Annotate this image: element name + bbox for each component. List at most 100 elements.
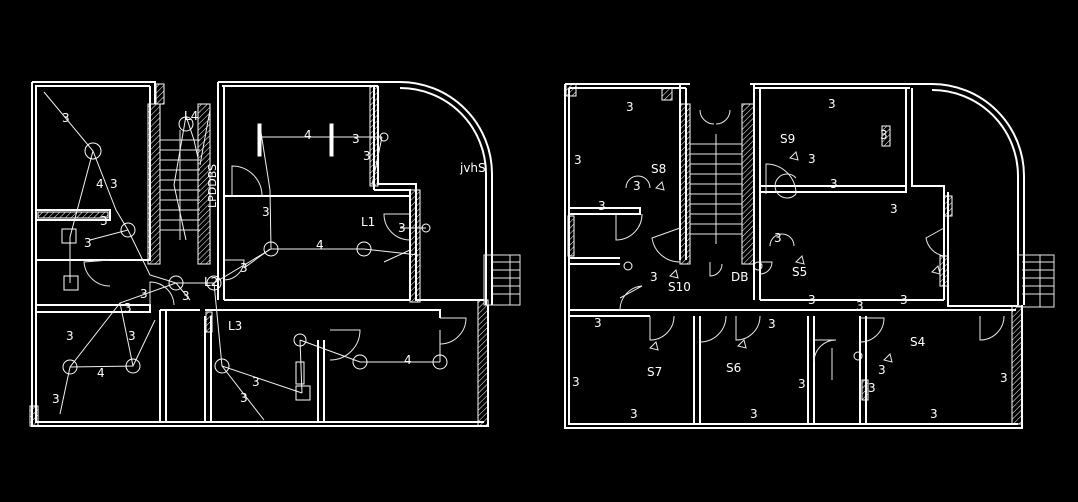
- wire-count-label: 3: [574, 153, 582, 167]
- fan-box: [295, 385, 311, 401]
- left-light-fixtures: [62, 116, 448, 375]
- wire-count-label: 3: [110, 177, 118, 191]
- light-fixture: [263, 241, 279, 257]
- wire-count-label: 3: [572, 375, 580, 389]
- switch-arrow-icon: [655, 181, 665, 191]
- wire-count-label: 3: [182, 289, 190, 303]
- wire-count-label: 3: [878, 363, 886, 377]
- circuit-label-l3: L3: [228, 319, 242, 333]
- wire-count-label: 4: [316, 238, 324, 252]
- distribution-board-label: LPDDBS: [206, 164, 219, 208]
- wire-count-label: 3: [52, 392, 60, 406]
- light-fixture: [120, 222, 136, 238]
- wire-count-label: 3: [868, 381, 876, 395]
- socket-icon: [623, 261, 633, 271]
- wire-count-label: 4: [304, 128, 312, 142]
- wire-count-label: 3: [262, 205, 270, 219]
- wire-count-label: 3: [626, 100, 634, 114]
- light-fixture: [206, 275, 222, 291]
- right-staircase: [690, 134, 742, 244]
- wire-count-label: 3: [124, 301, 132, 315]
- socket-icon: [853, 351, 863, 361]
- right-wire-labels: 3 3 3 3 3 3 3 3 3 3 3 3 3 3 3 3 3 3 3 3 …: [572, 97, 1008, 421]
- wire-count-label: 3: [630, 407, 638, 421]
- light-fixture: [125, 358, 141, 374]
- wire-count-label: 3: [798, 377, 806, 391]
- distribution-board-label: DB: [731, 270, 748, 284]
- wire-count-label: 3: [830, 177, 838, 191]
- right-switch-labels: S4 S5 S6 S7 S8 S9 S10 DB: [647, 132, 925, 379]
- wire-count-label: 3: [774, 231, 782, 245]
- wire-count-label: 3: [352, 132, 360, 146]
- switch-arrow-icon: [669, 269, 679, 279]
- fan-box: [61, 228, 77, 244]
- wire-count-label: 3: [128, 329, 136, 343]
- left-outer-walls: [31, 81, 521, 427]
- switch-label-s5: S5: [792, 265, 807, 279]
- circuit-label-l2: L2: [204, 275, 218, 289]
- circuit-label-l1: L1: [361, 215, 375, 229]
- wire-count-label: 3: [594, 316, 602, 330]
- wire-count-label: 3: [66, 329, 74, 343]
- switch-label-s7: S7: [647, 365, 662, 379]
- wire-count-label: 3: [252, 375, 260, 389]
- light-fixture: [293, 333, 307, 347]
- wire-count-label: 3: [856, 299, 864, 313]
- wire-count-label: 3: [633, 179, 641, 193]
- wire-count-label: 3: [900, 293, 908, 307]
- external-label: jvhS: [459, 161, 486, 175]
- light-fixture: [84, 142, 102, 160]
- switch-arrow-icon: [883, 353, 893, 363]
- right-outer-walls: [564, 83, 1055, 429]
- light-fixture: [178, 116, 194, 132]
- wire-count-label: 3: [880, 128, 888, 142]
- switch-label-s4: S4: [910, 335, 925, 349]
- switch-arc: [774, 173, 797, 199]
- right-doors: [615, 109, 1005, 380]
- socket-icon: [753, 261, 763, 271]
- wire-count-label: 4: [97, 366, 105, 380]
- switch-arrow-icon: [737, 339, 747, 349]
- wire-count-label: 3: [930, 407, 938, 421]
- wire-count-label: 3: [650, 270, 658, 284]
- wire-count-label: 3: [808, 152, 816, 166]
- wire-count-label: 3: [808, 293, 816, 307]
- left-circuit-labels: L1 L2 L3 L4 LPDDBS jvhS: [184, 109, 486, 333]
- right-switch-symbols: [623, 151, 941, 363]
- left-wiring: [43, 91, 441, 421]
- wire-count-label: 3: [890, 202, 898, 216]
- wire-count-label: 3: [768, 317, 776, 331]
- switch-arrow-icon: [795, 255, 805, 265]
- switch-label-s9: S9: [780, 132, 795, 146]
- wire-count-label: 4: [96, 177, 104, 191]
- right-floor-plan: 3 3 3 3 3 3 3 3 3 3 3 3 3 3 3 3 3 3 3 3 …: [564, 83, 1055, 429]
- wire-count-label: 4: [404, 353, 412, 367]
- switch-arc: [769, 233, 795, 247]
- left-boxes: [61, 123, 431, 401]
- switch-arc: [625, 175, 651, 189]
- circuit-label-l4: L4: [184, 109, 198, 123]
- light-fixture: [356, 241, 372, 257]
- wire-count-label: 3: [363, 149, 371, 163]
- left-floor-plan: 3 4 3 3 3 4 3 3 3 4 3 3 3 3 3 4 3 3 4 3 …: [29, 81, 521, 427]
- wire-count-label: 3: [100, 214, 108, 228]
- left-wire-labels: 3 4 3 3 3 4 3 3 3 4 3 3 3 3 3 4 3 3 4 3 …: [52, 111, 412, 406]
- wire-count-label: 3: [750, 407, 758, 421]
- wire-count-label: 3: [240, 261, 248, 275]
- left-doors: [83, 165, 467, 361]
- wire-count-label: 3: [1000, 371, 1008, 385]
- light-fixture: [214, 358, 230, 374]
- switch-arrow-icon: [931, 265, 941, 275]
- fan-box: [63, 275, 79, 291]
- switch-arrow-icon: [789, 151, 799, 161]
- switch-arrow-icon: [649, 341, 659, 351]
- light-fixture: [62, 359, 78, 375]
- switch-label-s10: S10: [668, 280, 691, 294]
- wire-count-label: 3: [828, 97, 836, 111]
- left-hatched-columns: [29, 83, 489, 427]
- switch-label-s6: S6: [726, 361, 741, 375]
- wire-count-label: 3: [140, 287, 148, 301]
- light-fixture: [432, 354, 448, 370]
- light-fixture: [352, 354, 368, 370]
